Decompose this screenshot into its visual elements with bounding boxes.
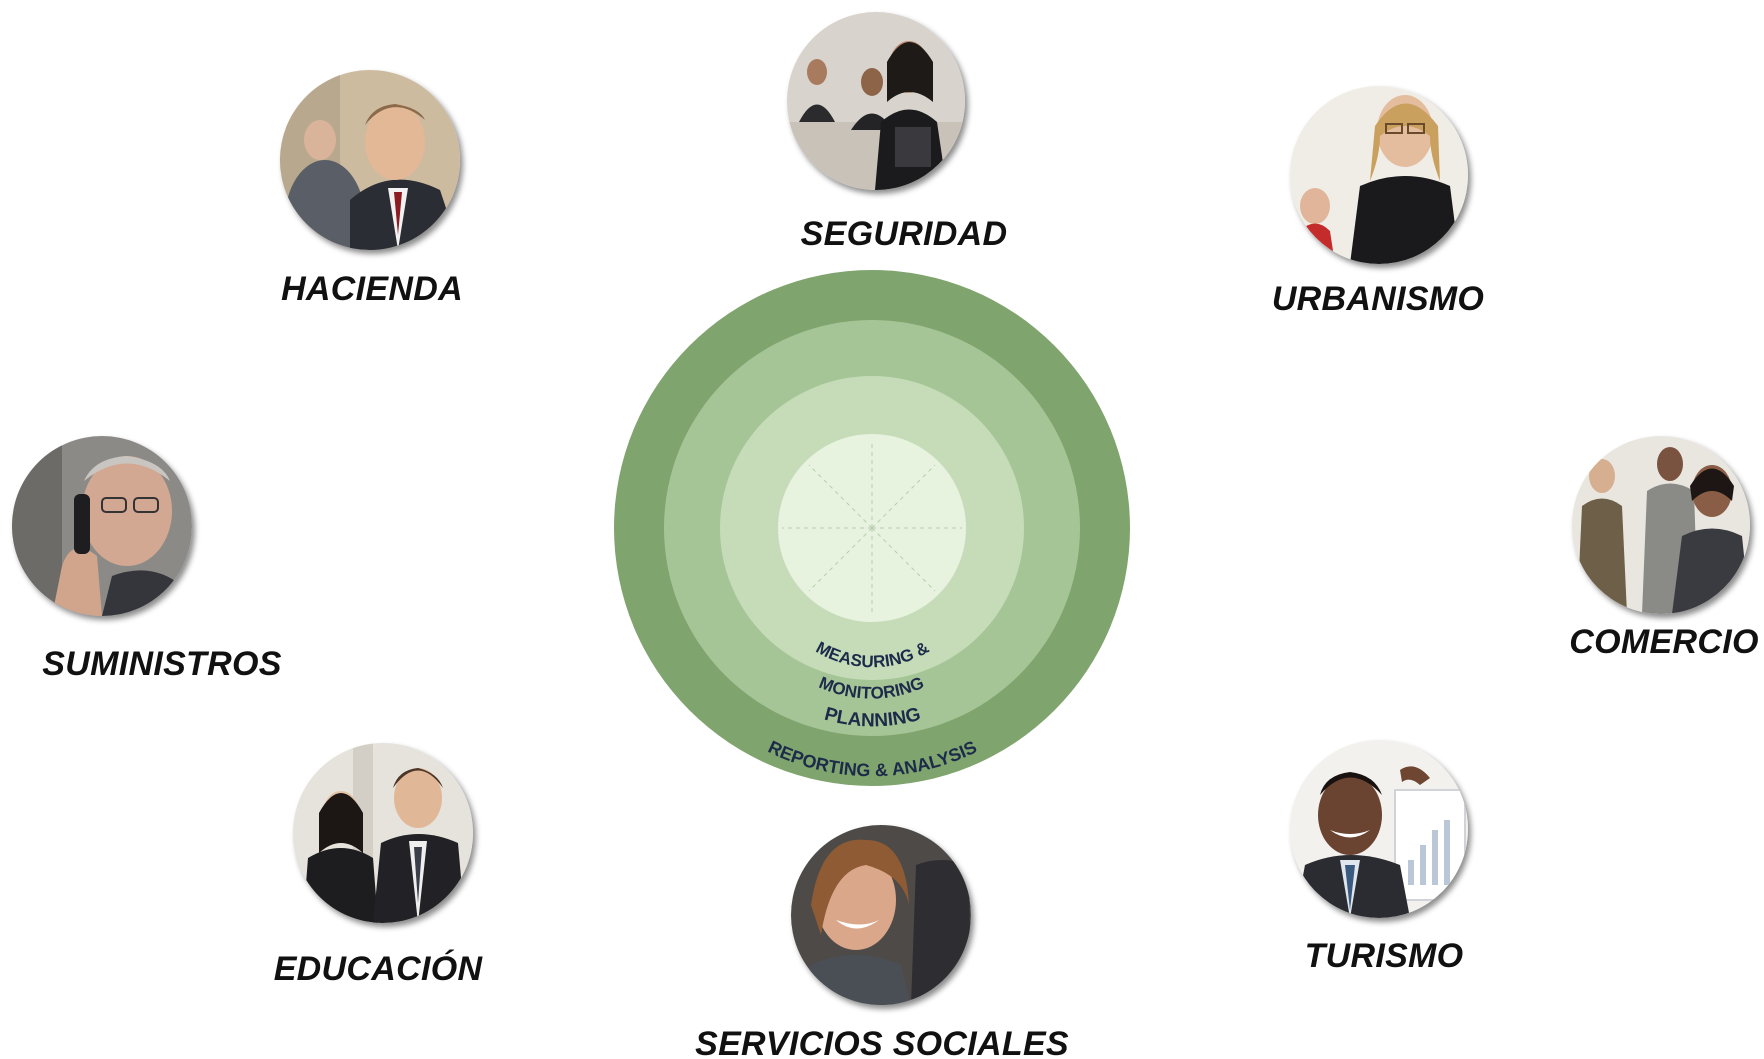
suministros-label: SUMINISTROS <box>42 645 282 683</box>
seguridad-label: SEGURIDAD <box>800 215 1008 253</box>
comercio-label: COMERCIO <box>1569 623 1759 661</box>
hub-core-spokes <box>782 440 962 616</box>
urbanismo-label: URBANISMO <box>1271 280 1485 318</box>
hacienda-photo <box>280 70 460 250</box>
hacienda-label: HACIENDA <box>281 270 463 308</box>
educacion-photo <box>293 743 473 923</box>
suministros-photo <box>12 436 192 616</box>
turismo-label: TURISMO <box>1304 937 1464 975</box>
servicios-photo <box>791 825 971 1005</box>
educacion-label: EDUCACIÓN <box>273 950 483 988</box>
urbanismo-photo <box>1290 86 1468 264</box>
turismo-chart-bars <box>1408 820 1450 885</box>
turismo-photo <box>1290 740 1468 918</box>
comercio-photo <box>1572 436 1750 614</box>
seguridad-photo <box>787 12 965 190</box>
servicios-label: SERVICIOS SOCIALES <box>695 1025 1069 1059</box>
